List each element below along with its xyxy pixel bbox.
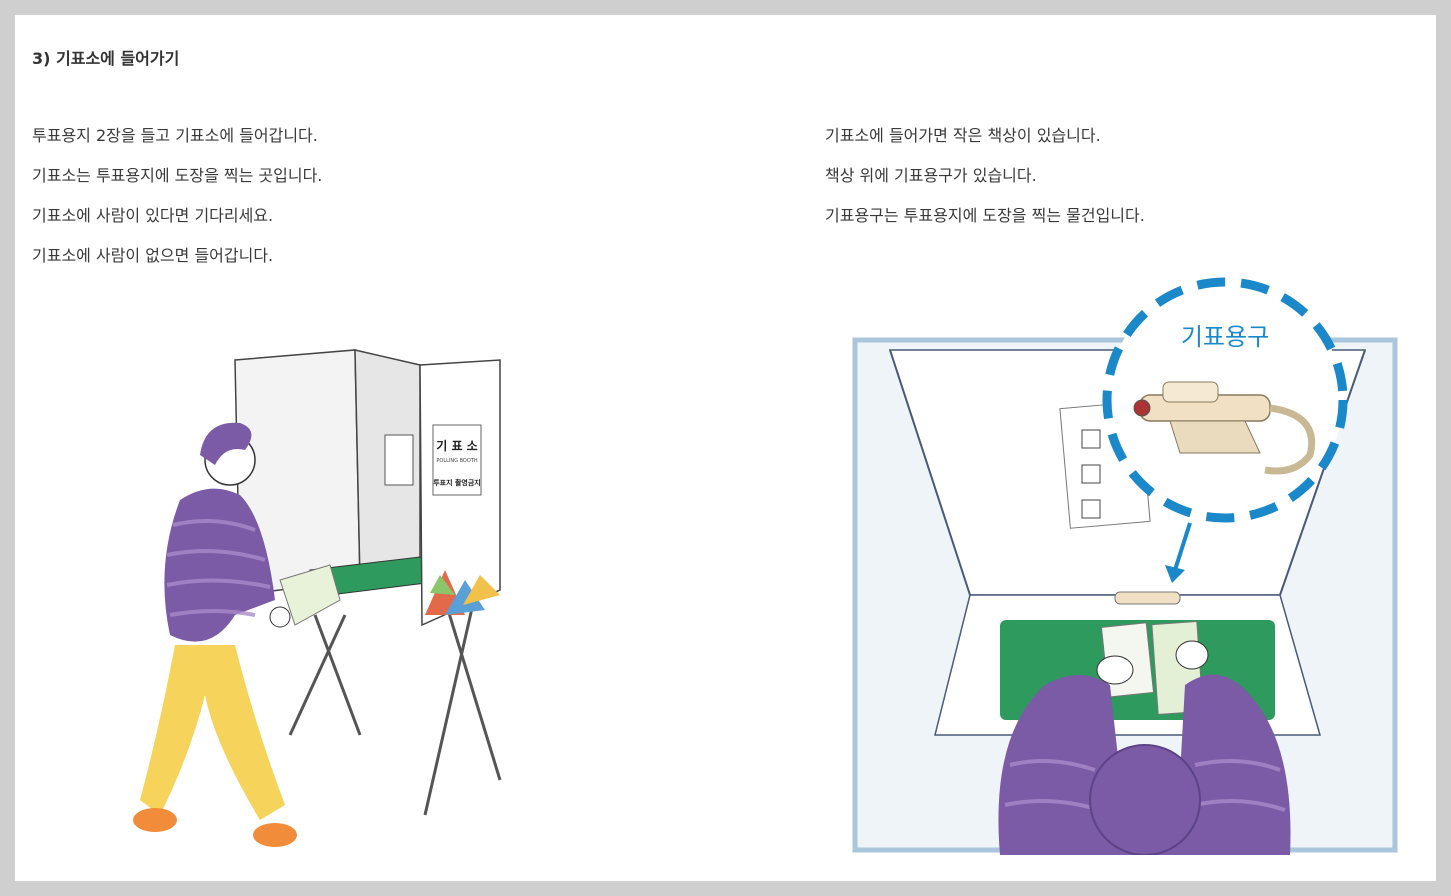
stamp-tool-icon	[1133, 381, 1316, 475]
stamp-callout-label: 기표용구	[1181, 323, 1269, 351]
polling-booth-illustration: 기 표 소 POLLING BOOTH 투표지 촬영금지	[133, 349, 502, 847]
right-paragraph-1: 기표소에 들어가면 작은 책상이 있습니다.	[825, 126, 1101, 145]
left-paragraph-2: 기표소는 투표용지에 도장을 찍는 곳입니다.	[32, 166, 323, 185]
right-text-column: 기표소에 들어가면 작은 책상이 있습니다. 책상 위에 기표용구가 있습니다.…	[825, 125, 1425, 245]
booth-sign-title: 기 표 소	[436, 438, 477, 453]
booth-sign-notice: 투표지 촬영금지	[433, 478, 481, 487]
booth-sign-subtitle: POLLING BOOTH	[436, 458, 477, 464]
left-text-column: 투표용지 2장을 들고 기표소에 들어갑니다. 기표소는 투표용지에 도장을 찍…	[32, 125, 732, 285]
right-paragraph-2: 책상 위에 기표용구가 있습니다.	[825, 166, 1037, 185]
page: 3) 기표소에 들어가기 투표용지 2장을 들고 기표소에 들어갑니다. 기표소…	[15, 15, 1436, 881]
left-paragraph-1: 투표용지 2장을 들고 기표소에 들어갑니다.	[32, 126, 318, 145]
section-heading: 3) 기표소에 들어가기	[32, 49, 180, 68]
right-paragraph-3: 기표용구는 투표용지에 도장을 찍는 물건입니다.	[825, 206, 1145, 225]
left-paragraph-4: 기표소에 사람이 없으면 들어갑니다.	[32, 246, 274, 265]
left-paragraph-3: 기표소에 사람이 있다면 기다리세요.	[32, 206, 274, 225]
voting-desk-illustration: 기표용구	[852, 277, 1398, 855]
